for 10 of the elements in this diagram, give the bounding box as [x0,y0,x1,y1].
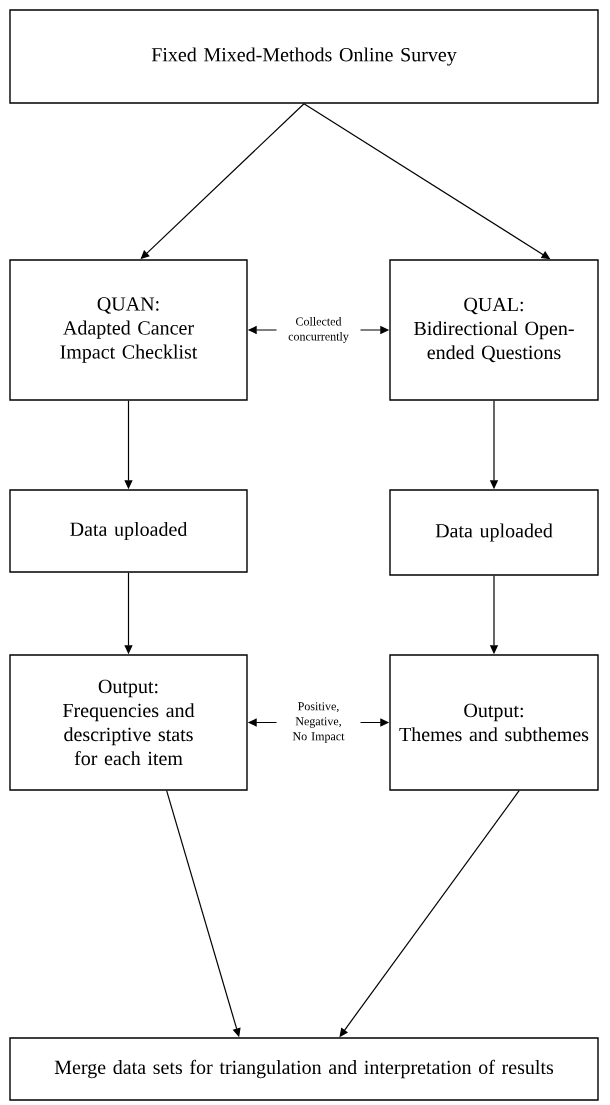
process-box: QUAN: Adapted Cancer Impact Checklist [9,259,248,401]
process-box: QUAL: Bidirectional Open-ended Questions [389,259,599,401]
process-box: Output: Frequencies and descriptive stats for each item [9,654,248,791]
process-box: Merge data sets for triangulation and interpretation of results [9,1037,599,1101]
process-box: Fixed Mixed-Methods Online Survey [9,9,599,104]
edge-label: Positive, Negative, No Impact [276,701,361,744]
process-box: Output: Themes and subthemes [389,654,599,791]
process-box: Data uploaded [389,489,599,576]
process-box: Data uploaded [9,489,248,573]
edge-label: Collected concurrently [276,316,361,344]
